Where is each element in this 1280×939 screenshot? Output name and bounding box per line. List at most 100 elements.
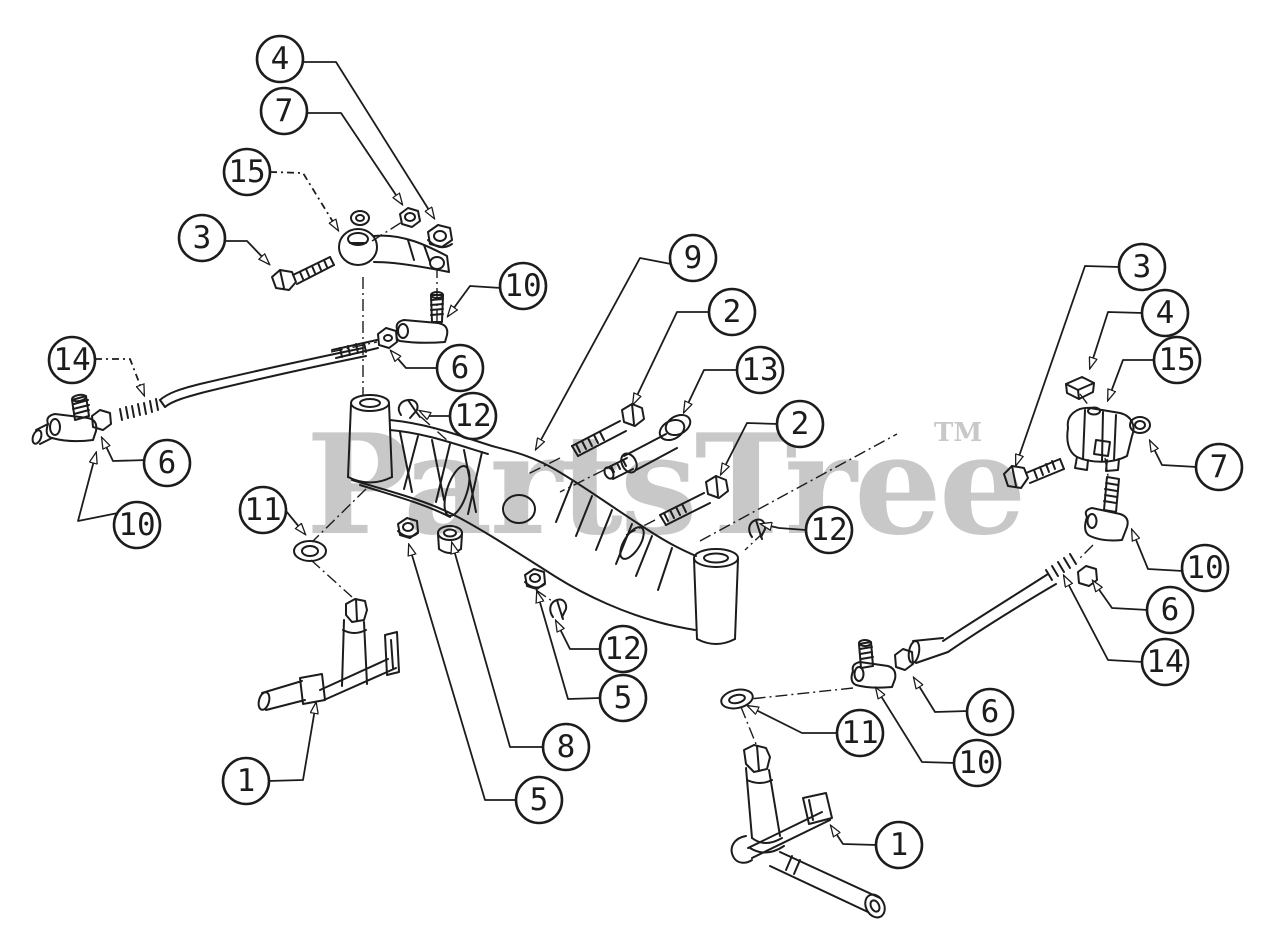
callout-balloon-1[interactable] <box>874 820 924 870</box>
callout-balloon-3[interactable] <box>1117 242 1167 292</box>
jam-nut <box>894 648 914 671</box>
hex-cap-bolt <box>659 475 729 526</box>
callout-number: 15 <box>1158 342 1195 378</box>
callout-10[interactable]: 10 <box>1132 530 1230 593</box>
leader-line <box>1016 265 1120 465</box>
tie-rod <box>907 553 1077 664</box>
callout-12[interactable]: 12 <box>420 391 498 441</box>
hex-flange-nut <box>427 224 453 249</box>
spindle-left <box>257 598 400 711</box>
callout-2[interactable]: 2 <box>633 287 757 404</box>
callout-4[interactable]: 4 <box>1090 288 1190 368</box>
callout-balloon-15[interactable] <box>1152 335 1202 385</box>
leader-line <box>224 240 269 264</box>
callout-number: 12 <box>454 398 491 434</box>
callout-balloon-10[interactable] <box>498 261 548 311</box>
callout-balloon-11[interactable] <box>835 708 885 758</box>
callout-balloon-12[interactable] <box>448 391 498 441</box>
callout-13[interactable]: 13 <box>684 345 785 412</box>
callout-balloon-5[interactable] <box>598 673 648 723</box>
callout-5[interactable]: 5 <box>537 592 648 723</box>
callout-number: 4 <box>1156 295 1175 331</box>
callout-balloon-9[interactable] <box>668 233 718 283</box>
callout-balloon-2[interactable] <box>775 399 825 449</box>
ball-joint <box>850 639 897 689</box>
hex-bolt <box>1003 458 1065 489</box>
callout-balloon-14[interactable] <box>1140 637 1190 687</box>
callout-6[interactable]: 6 <box>1093 581 1195 635</box>
callout-balloon-1[interactable] <box>221 756 271 806</box>
steering-arm <box>338 228 450 273</box>
callout-8[interactable]: 8 <box>452 543 591 772</box>
callout-15[interactable]: 15 <box>222 147 338 230</box>
callout-10[interactable]: 10 <box>876 688 1002 788</box>
callout-balloon-6[interactable] <box>435 343 485 393</box>
callout-11[interactable]: 11 <box>238 485 305 535</box>
leader-line <box>1093 581 1149 611</box>
leader-line <box>1064 576 1144 663</box>
callout-balloon-10[interactable] <box>112 500 162 550</box>
callout-number: 3 <box>193 220 212 256</box>
callout-balloon-4[interactable] <box>1140 288 1190 338</box>
hex-cap-bolt <box>571 403 645 457</box>
callout-3[interactable]: 3 <box>1016 242 1167 465</box>
callout-6[interactable]: 6 <box>391 343 485 393</box>
callout-balloon-15[interactable] <box>222 147 272 197</box>
shoulder-bolt <box>603 413 692 480</box>
callout-balloon-6[interactable] <box>142 438 192 488</box>
callout-14[interactable]: 14 <box>47 335 144 395</box>
callout-balloon-13[interactable] <box>735 345 785 395</box>
leader-line <box>448 285 502 316</box>
callout-10[interactable]: 10 <box>77 453 162 550</box>
callout-balloon-6[interactable] <box>965 687 1015 737</box>
leader-line <box>420 411 450 416</box>
leader-line <box>536 257 672 449</box>
callout-balloon-11[interactable] <box>238 485 288 535</box>
leader-line <box>556 621 600 650</box>
callout-6[interactable]: 6 <box>914 678 1015 737</box>
callout-balloon-3[interactable] <box>177 213 227 263</box>
callout-balloon-10[interactable] <box>1180 543 1230 593</box>
callout-balloon-4[interactable] <box>255 34 305 84</box>
leader-line <box>831 826 878 846</box>
callout-number: 13 <box>741 352 778 388</box>
callout-12[interactable]: 12 <box>761 505 854 555</box>
callout-balloon-8[interactable] <box>541 722 591 772</box>
callout-9[interactable]: 9 <box>536 233 718 449</box>
callout-balloon-7[interactable] <box>259 86 309 136</box>
callout-10[interactable]: 10 <box>448 261 548 316</box>
callout-12[interactable]: 12 <box>556 621 648 674</box>
callout-balloon-7[interactable] <box>1194 442 1244 492</box>
callout-5[interactable]: 5 <box>409 545 564 825</box>
callout-balloon-6[interactable] <box>1145 585 1195 635</box>
callout-11[interactable]: 11 <box>748 706 885 758</box>
watermark-tm: TM <box>934 418 982 448</box>
artwork-layer <box>31 207 1151 919</box>
callout-1[interactable]: 1 <box>831 820 924 870</box>
leader-line <box>102 438 148 462</box>
callout-2[interactable]: 2 <box>721 399 825 474</box>
callout-balloon-10[interactable] <box>952 738 1002 788</box>
callout-14[interactable]: 14 <box>1064 576 1190 687</box>
callout-balloon-14[interactable] <box>47 335 97 385</box>
flat-washer <box>293 540 327 562</box>
callout-4[interactable]: 4 <box>255 34 434 218</box>
callout-15[interactable]: 15 <box>1108 335 1202 400</box>
callout-number: 7 <box>275 93 294 129</box>
leader-line <box>1132 530 1184 572</box>
callout-balloon-5[interactable] <box>514 775 564 825</box>
callout-3[interactable]: 3 <box>177 213 269 264</box>
callout-number: 8 <box>557 729 576 765</box>
leader-line <box>409 545 517 801</box>
callout-1[interactable]: 1 <box>221 703 316 806</box>
callout-balloon-2[interactable] <box>707 287 757 337</box>
callout-7[interactable]: 7 <box>1150 441 1244 492</box>
callout-balloon-12[interactable] <box>804 505 854 555</box>
callout-6[interactable]: 6 <box>102 438 192 488</box>
callout-7[interactable]: 7 <box>259 86 402 204</box>
callout-balloon-12[interactable] <box>598 624 648 674</box>
callout-number: 1 <box>237 763 256 799</box>
jam-nut <box>377 327 398 349</box>
leader-line <box>633 311 710 404</box>
